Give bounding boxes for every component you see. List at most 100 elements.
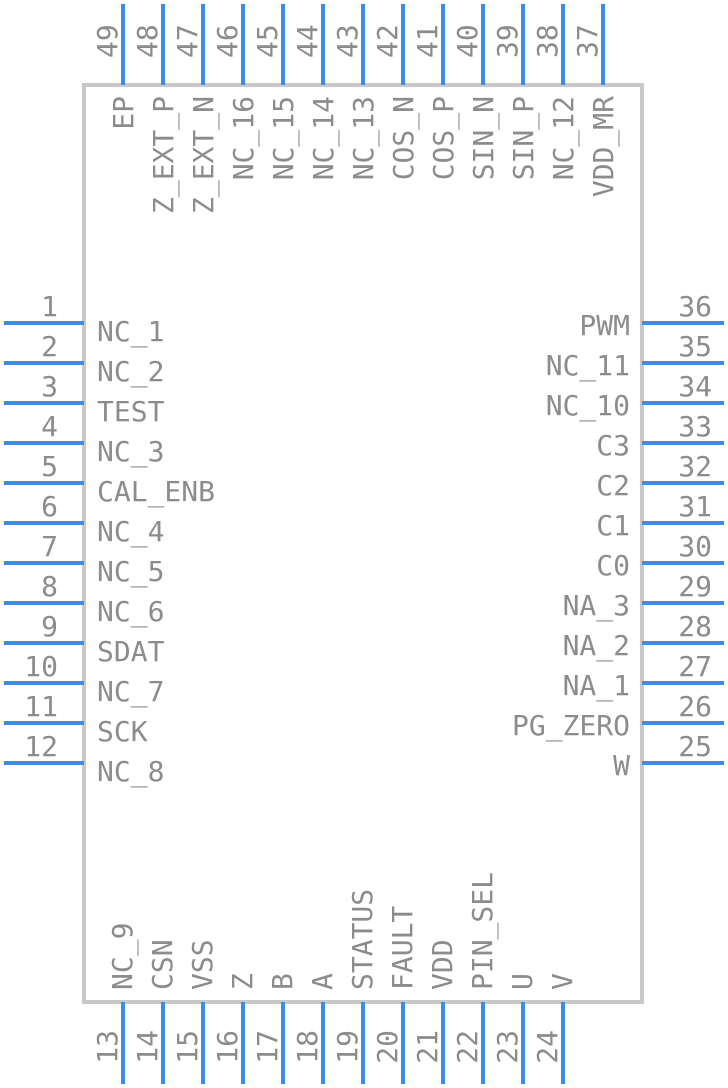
pin-number-15: 15 [171, 1030, 204, 1064]
pin-number-19: 19 [331, 1030, 364, 1064]
pin-label-8: NC_6 [97, 595, 164, 629]
pin-number-31: 31 [678, 490, 712, 523]
pin-number-35: 35 [678, 330, 712, 363]
pin-label-34: NC_10 [546, 389, 630, 423]
pin-label-19: STATUS [346, 889, 379, 990]
pin-label-25: W [613, 749, 630, 782]
pin-label-28: NA_2 [563, 629, 630, 663]
pin-label-37: VDD_MR [587, 96, 621, 197]
pin-label-46: NC_16 [227, 96, 261, 180]
pin-label-27: NA_1 [563, 669, 630, 703]
pin-number-44: 44 [291, 24, 324, 58]
pin-number-6: 6 [41, 490, 58, 523]
pin-number-41: 41 [411, 24, 444, 58]
pin-label-14: CSN [146, 939, 179, 990]
pin-label-15: VSS [186, 939, 219, 990]
pin-label-48: Z_EXT_P [147, 96, 181, 214]
pin-number-17: 17 [251, 1030, 284, 1064]
pin-number-43: 43 [331, 24, 364, 58]
pin-number-24: 24 [531, 1030, 564, 1064]
pin-label-4: NC_3 [97, 435, 164, 469]
pin-number-2: 2 [41, 330, 58, 363]
pin-label-47: Z_EXT_N [187, 96, 221, 214]
pin-label-44: NC_14 [307, 96, 341, 180]
pin-number-5: 5 [41, 450, 58, 483]
pin-number-20: 20 [371, 1030, 404, 1064]
pin-number-33: 33 [678, 410, 712, 443]
pin-number-11: 11 [24, 690, 58, 723]
pin-label-10: NC_7 [97, 675, 164, 709]
pin-label-38: NC_12 [547, 96, 581, 180]
pin-label-43: NC_13 [347, 96, 381, 180]
pin-label-39: SIN_P [507, 96, 541, 180]
pin-number-30: 30 [678, 530, 712, 563]
pin-label-12: NC_8 [97, 755, 164, 789]
pin-number-9: 9 [41, 610, 58, 643]
pin-label-6: NC_4 [97, 515, 164, 549]
pin-number-40: 40 [451, 24, 484, 58]
pin-number-16: 16 [211, 1030, 244, 1064]
pin-number-49: 49 [91, 24, 124, 58]
pin-label-17: B [266, 973, 299, 990]
pin-label-16: Z [226, 973, 259, 990]
pin-number-39: 39 [491, 24, 524, 58]
pin-number-13: 13 [91, 1030, 124, 1064]
pin-label-3: TEST [97, 395, 165, 428]
pin-label-40: SIN_N [467, 96, 501, 180]
pin-label-30: C0 [596, 549, 630, 582]
pin-number-28: 28 [678, 610, 712, 643]
pin-number-4: 4 [41, 410, 58, 443]
pin-number-38: 38 [531, 24, 564, 58]
pin-label-5: CAL_ENB [97, 475, 215, 509]
pin-label-22: PIN_SEL [466, 872, 500, 990]
chip-body [82, 83, 644, 1004]
pin-number-46: 46 [211, 24, 244, 58]
pin-number-18: 18 [291, 1030, 324, 1064]
pin-label-20: FAULT [386, 906, 419, 990]
pin-label-2: NC_2 [97, 355, 164, 389]
pin-label-13: NC_9 [106, 923, 140, 990]
pin-number-3: 3 [41, 370, 58, 403]
pin-label-32: C2 [596, 469, 630, 502]
pin-label-33: C3 [596, 429, 630, 462]
pin-label-1: NC_1 [97, 315, 164, 349]
pin-number-7: 7 [41, 530, 58, 563]
pin-number-32: 32 [678, 450, 712, 483]
pin-number-36: 36 [678, 290, 712, 323]
pin-label-18: A [306, 973, 339, 990]
pin-number-12: 12 [24, 730, 58, 763]
pin-label-31: C1 [596, 509, 630, 542]
pin-label-9: SDAT [97, 635, 165, 668]
pin-label-24: V [546, 973, 579, 990]
pin-number-27: 27 [678, 650, 712, 683]
pin-label-21: VDD [426, 939, 459, 990]
pin-number-10: 10 [24, 650, 58, 683]
pin-number-48: 48 [131, 24, 164, 58]
pin-label-45: NC_15 [267, 96, 301, 180]
pin-label-42: COS_N [387, 96, 421, 180]
pin-label-36: PWM [579, 309, 630, 342]
pin-label-7: NC_5 [97, 555, 164, 589]
bottom-pin-group: 13 NC_9 14 CSN 15 VSS 16 Z 17 B 18 A 19 STATUS 20 FAULT… [91, 872, 579, 1084]
pin-number-45: 45 [251, 24, 284, 58]
pin-number-14: 14 [131, 1030, 164, 1064]
pin-label-29: NA_3 [563, 589, 630, 623]
pin-number-34: 34 [678, 370, 712, 403]
pin-number-47: 47 [171, 24, 204, 58]
pin-number-37: 37 [571, 24, 604, 58]
pin-label-49: EP [107, 96, 140, 130]
pin-label-41: COS_P [427, 96, 461, 180]
pin-number-1: 1 [41, 290, 58, 323]
pin-number-25: 25 [678, 730, 712, 763]
pin-number-26: 26 [678, 690, 712, 723]
pin-number-8: 8 [41, 570, 58, 603]
pin-number-29: 29 [678, 570, 712, 603]
pin-number-22: 22 [451, 1030, 484, 1064]
pin-number-42: 42 [371, 24, 404, 58]
pin-number-21: 21 [411, 1030, 444, 1064]
pin-label-35: NC_11 [546, 349, 630, 383]
